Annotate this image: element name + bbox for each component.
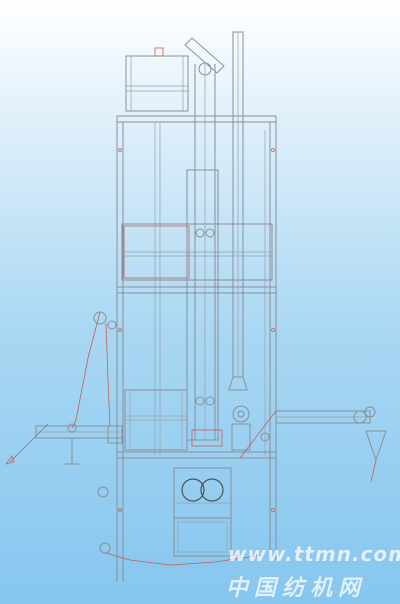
main-frame [116, 115, 277, 582]
cyclone-fan [231, 405, 270, 451]
left-feed-arm [5, 423, 123, 465]
left-rope-system [71, 311, 263, 566]
frame-bolts [118, 148, 275, 512]
elevator-column [186, 64, 223, 447]
watermark-chinese: 中国纺机网 [226, 576, 367, 601]
lower-bin [124, 389, 188, 451]
inclined-chute [184, 37, 225, 76]
top-hopper-box [125, 47, 189, 112]
watermark-url: www.ttmn.com [228, 542, 400, 566]
exhaust-chimney [228, 31, 248, 391]
right-conveyor [239, 406, 387, 483]
opener-unit [173, 467, 232, 557]
